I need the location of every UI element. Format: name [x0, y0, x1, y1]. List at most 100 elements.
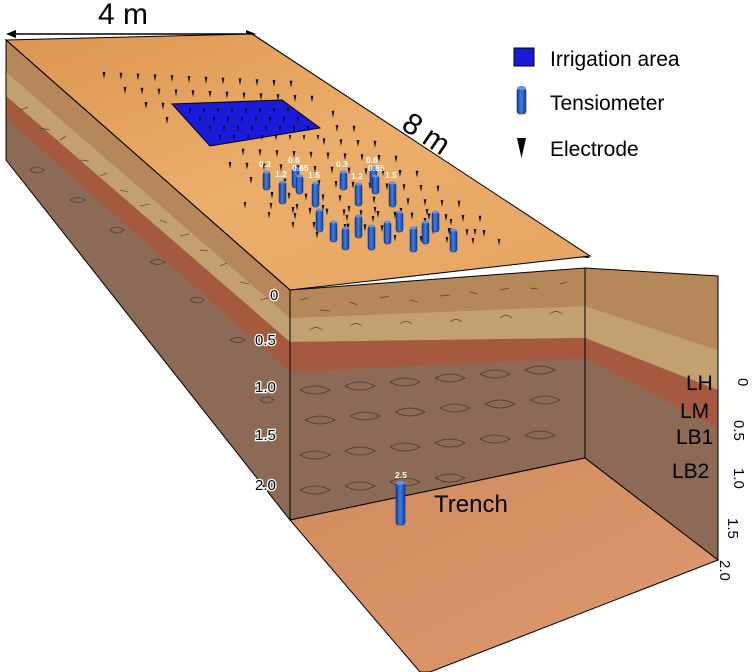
electrode-icon — [198, 117, 202, 123]
electrode-icon — [371, 216, 375, 223]
electrode-icon — [165, 117, 169, 125]
electrode-icon — [286, 108, 290, 114]
legend-label: Irrigation area — [550, 48, 680, 71]
electrode-icon — [276, 94, 280, 102]
electrode-icon — [274, 135, 278, 141]
electrode-icon — [279, 164, 283, 172]
electrode-icon — [313, 166, 317, 174]
electrode-icon — [295, 204, 299, 211]
tensiometer-icon: 1.5 — [385, 170, 397, 208]
electrode-icon — [270, 192, 274, 200]
electrode-icon — [242, 92, 246, 100]
electrode-icon — [347, 167, 351, 175]
tensiometer-icon: 1.2 — [275, 169, 287, 205]
electrode-icon — [425, 209, 429, 216]
layer-label-lb2: LB2 — [672, 460, 709, 483]
electrode-icon — [293, 213, 297, 220]
electrode-icon — [406, 198, 410, 206]
electrode-icon — [208, 91, 212, 99]
electrode-icon — [419, 185, 423, 193]
electrode-icon — [188, 108, 192, 114]
electrode-icon — [288, 135, 292, 141]
electrode-icon — [478, 215, 482, 223]
tensiometer-icon — [431, 210, 440, 233]
tensiometer-label: 1.5 — [308, 170, 320, 180]
electrode-icon — [482, 230, 486, 238]
layer-labels: LH LM LB1 LB2 — [672, 372, 713, 483]
electrode-icon — [241, 148, 245, 156]
tensiometer-icon — [329, 220, 338, 243]
tensiometer-label: 0.85 — [292, 163, 309, 173]
layer-label-lb1: LB1 — [676, 426, 713, 449]
electrode-icon — [419, 236, 423, 243]
electrode-icon — [212, 117, 216, 123]
electrode-icon — [312, 222, 316, 230]
legend: Irrigation area Tensiometer Electrode — [513, 47, 680, 161]
electrode-icon — [119, 72, 123, 80]
side-depth-tick: 1.0 — [730, 468, 747, 489]
tensiometer-icon: 0.3 — [336, 159, 348, 191]
tensiometer-label: 1.2 — [351, 171, 363, 181]
trench-label: Trench — [434, 491, 508, 518]
electrode-icon — [445, 237, 449, 244]
side-depth-tick: 0 — [734, 378, 751, 386]
electrode-icon — [161, 102, 165, 110]
electrode-icon — [373, 207, 377, 214]
electrode-icon — [497, 239, 501, 246]
tensiometer-label: 0.3 — [336, 159, 348, 169]
electrode-icon — [373, 140, 377, 148]
electrode-icon — [347, 206, 351, 213]
electrode-icon — [423, 199, 427, 207]
electrode-icon — [293, 95, 297, 103]
electrode-icon — [335, 125, 339, 133]
electrode-icon — [292, 151, 296, 159]
side-depth-scale: 0 0.5 1.0 1.5 2.0 — [716, 378, 751, 581]
electrode-icon — [249, 177, 253, 185]
layer-label-lh: LH — [686, 372, 713, 395]
electrode-icon — [272, 80, 276, 88]
tensiometer-label: 0.6 — [366, 155, 378, 165]
legend-item-irrigation: Irrigation area — [513, 47, 680, 71]
side-depth-tick: 2.0 — [716, 560, 733, 581]
legend-label: Electrode — [550, 138, 639, 161]
front-depth-tick: 1.0 — [255, 379, 276, 396]
electrode-icon — [352, 125, 356, 133]
electrode-icon — [232, 135, 236, 141]
blue-cylinder-icon — [516, 86, 527, 115]
front-face — [290, 268, 585, 520]
legend-item-tensiometer: Tensiometer — [516, 86, 664, 115]
electrode-icon — [471, 238, 475, 245]
tensiometer-icon — [409, 226, 418, 253]
electrode-icon — [140, 87, 144, 95]
electrode-icon — [289, 80, 293, 88]
electrode-icon — [230, 108, 234, 114]
tensiometer-icon — [354, 214, 363, 239]
black-spike-icon — [517, 138, 526, 158]
electrode-icon — [334, 181, 338, 189]
trench-side-wall — [584, 267, 719, 562]
electrode-icon — [102, 72, 106, 80]
layer-label-lm: LM — [680, 400, 709, 423]
irrigation-area — [170, 99, 322, 147]
electrode-icon — [315, 232, 319, 239]
electrode-icon — [208, 126, 212, 132]
tensiometer-group: 0.31.20.60.851.50.31.20.60.851.5 — [259, 155, 458, 253]
electrode-icon — [258, 149, 262, 157]
electrode-icon — [221, 77, 225, 85]
electrode-icon — [326, 152, 330, 160]
side-depth-tick: 1.5 — [724, 518, 741, 539]
electrode-icon — [356, 140, 360, 148]
tensiometer-icon — [449, 228, 458, 253]
electrode-icon — [191, 90, 195, 98]
tensiometer-icon: 1.2 — [351, 171, 363, 207]
legend-label: Tensiometer — [550, 92, 664, 115]
electrode-icon — [415, 170, 419, 178]
electrode-icon — [254, 117, 258, 123]
electrode-icon — [157, 88, 161, 96]
electrode-icon — [308, 207, 312, 215]
tensiometer-icon — [383, 220, 392, 245]
electrode-icon — [225, 91, 229, 99]
tensiometer-label: 0.3 — [259, 159, 271, 169]
irrigation-electrodes — [188, 108, 320, 141]
